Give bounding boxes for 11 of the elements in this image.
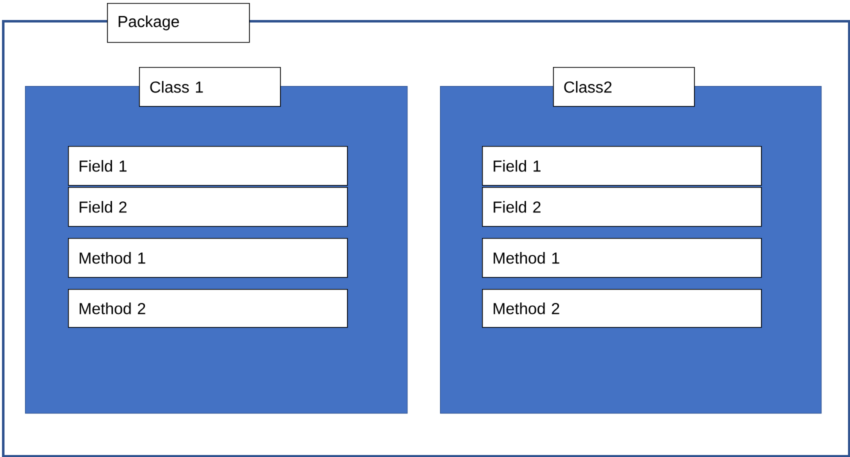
member-box: Method 1: [482, 238, 762, 278]
member-box: Field 1: [68, 146, 348, 186]
member-box: Field 2: [482, 187, 762, 227]
member-box: Method 2: [482, 289, 762, 328]
member-box: Field 2: [68, 187, 348, 227]
heading-label: Class2: [553, 67, 695, 107]
member-box: Method 2: [68, 289, 348, 328]
heading-label: Class 1: [139, 67, 281, 107]
heading-label: Package: [107, 3, 250, 43]
member-box: Method 1: [68, 238, 348, 278]
member-box: Field 1: [482, 146, 762, 186]
